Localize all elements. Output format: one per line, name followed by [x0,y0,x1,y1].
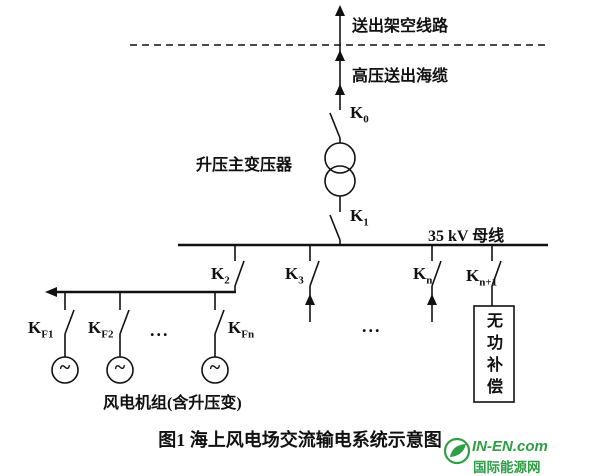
switch-kfn-symbol [214,292,225,357]
watermark-name: 国际能源网 [473,460,541,475]
wind-generator-symbol [106,356,134,384]
reactive-compensation-label: 无功补偿 [486,313,503,396]
bus-label: 35 kV 母线 [428,228,505,245]
switch-k3-symbol [305,245,320,322]
switch-kn-label: Kn [413,264,433,287]
up-arrow-icon [335,84,345,95]
switch-kf2-label: KF2 [88,318,114,341]
switch-k0-symbol [329,112,341,143]
wind-feeder-bus [45,287,236,297]
switch-k0-label: K0 [350,103,369,126]
left-arrow-icon [45,287,57,297]
switch-k2-label: K2 [211,264,230,287]
transformer-symbol [324,142,356,197]
up-arrow-icon [305,294,315,305]
switch-k1-label: K1 [350,206,369,229]
switch-kn1-label: Kn+1 [466,266,498,289]
watermark-logo-icon [443,437,471,465]
switch-kfn-label: KFn [228,318,255,341]
main-transmission-line [335,5,345,110]
switch-kf1-symbol [64,292,75,357]
reactive-compensation-box [473,305,515,403]
up-arrow-icon [427,294,437,305]
ellipsis-bus: ... [362,316,382,336]
submarine-cable-label: 高压送出海缆 [352,68,449,85]
wind-units-label: 风电机组(含升压变) [103,395,242,412]
switch-kf1-label: KF1 [28,318,54,341]
switch-k3-label: K3 [285,264,304,287]
switch-kn-symbol [427,245,442,322]
switch-kn1-symbol [491,245,502,306]
switch-kf2-symbol [119,292,130,357]
switch-k1-symbol [329,196,341,245]
wind-generator-symbol [201,356,229,384]
overhead-line-label: 送出架空线路 [352,18,449,35]
figure-caption: 图1 海上风电场交流输电系统示意图 [158,430,442,450]
ac-source-icon: ~ [209,356,221,379]
up-arrow-icon [335,5,345,16]
watermark-site: IN-EN.com [472,438,548,455]
ac-source-icon: ~ [114,356,126,379]
ac-source-icon: ~ [59,356,71,379]
ellipsis-feeders: ... [150,320,170,340]
up-arrow-icon [335,50,345,61]
wind-generator-symbol [51,356,79,384]
transformer-label: 升压主变压器 [196,157,293,174]
switch-k2-symbol [234,245,245,291]
